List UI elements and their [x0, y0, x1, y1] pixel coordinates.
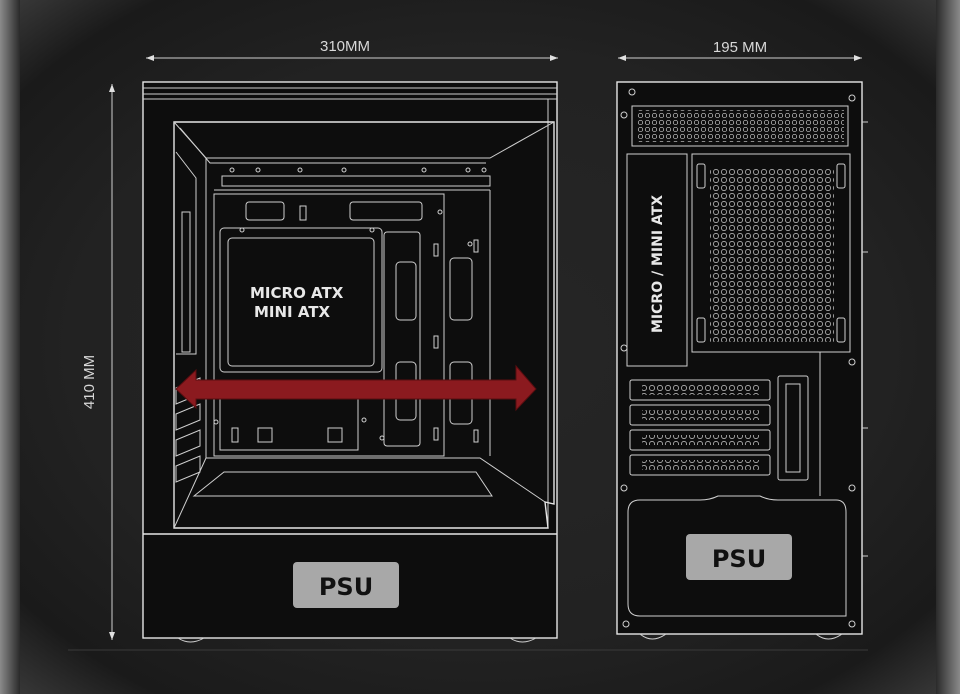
width-dimension: 310MM: [146, 38, 558, 61]
front-board-label-line1: MICRO ATX: [250, 284, 344, 302]
width-label: 310MM: [320, 38, 370, 55]
side-board-label: MICRO / MINI ATX: [650, 195, 666, 333]
height-dimension: 410 MM: [81, 84, 115, 640]
front-view: MICRO ATX MINI ATX PSU: [142, 81, 558, 643]
side-psu-plate: [686, 534, 792, 580]
height-label: 410 MM: [81, 355, 98, 409]
side-view: MICRO / MINI ATX PSU: [616, 81, 868, 640]
depth-label: 195 MM: [713, 39, 767, 56]
front-psu-label: PSU: [319, 573, 373, 601]
side-psu-label: PSU: [712, 545, 766, 573]
front-board-label-line2: MINI ATX: [254, 303, 331, 321]
expansion-slots: [629, 375, 809, 481]
depth-dimension: 195 MM: [618, 39, 862, 61]
front-psu-plate: [293, 562, 399, 608]
expansion-arrow: [175, 364, 537, 412]
